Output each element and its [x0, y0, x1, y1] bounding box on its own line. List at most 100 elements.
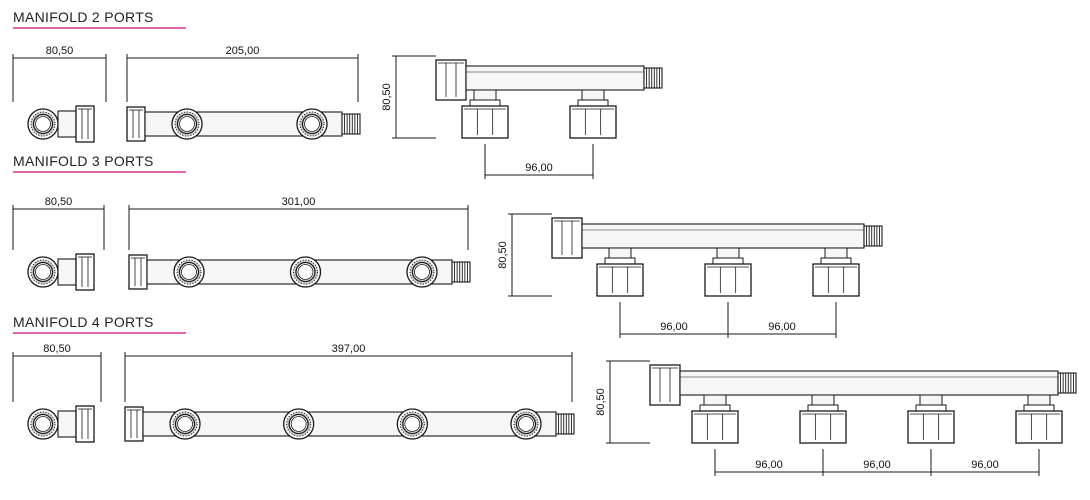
- outlet-union-nut: [812, 263, 860, 297]
- port-opening: [406, 256, 438, 288]
- outlet-collar: [1023, 404, 1055, 412]
- spacing-label: 96,00: [525, 162, 553, 174]
- outlet-collar: [820, 257, 852, 265]
- port-opening: [171, 108, 203, 140]
- port-opening: [27, 256, 59, 288]
- elevation-view: 80,50 96,00 96,00: [497, 213, 883, 338]
- front-view: 301,00: [128, 196, 471, 290]
- end-union-nut: [124, 406, 144, 442]
- union-nut: [75, 405, 95, 443]
- dimension-label: 80,50: [595, 388, 607, 416]
- spacing-label: 96,00: [863, 459, 891, 471]
- manifold-pipe: [465, 65, 645, 91]
- outlet-port: [907, 394, 955, 444]
- outlet-union-nut: [596, 263, 644, 297]
- height-dimension: 80,50: [497, 213, 552, 297]
- port-opening: [396, 408, 428, 440]
- outlet-union-nut: [704, 263, 752, 297]
- port-spacing-dimensions: 96,00 96,00: [619, 302, 837, 338]
- dimension-label: 301,00: [282, 196, 316, 208]
- port-opening: [27, 108, 59, 140]
- stub-pipe: [57, 410, 77, 438]
- end-union-nut: [128, 254, 148, 290]
- stub-pipe: [57, 110, 77, 138]
- outlet-stem: [824, 247, 848, 259]
- outlet-stem: [473, 89, 497, 101]
- port-opening: [289, 256, 322, 288]
- threaded-end: [555, 413, 575, 435]
- height-dimension: 80,50: [595, 360, 650, 444]
- outlet-port: [461, 89, 509, 139]
- port-spacing-dimension: 96,00: [714, 449, 824, 476]
- manifold-pipe: [679, 370, 1059, 396]
- union-nut: [75, 253, 95, 291]
- port-opening: [169, 408, 201, 440]
- outlet-port: [596, 247, 644, 297]
- section-title: MANIFOLD 2 PORTS: [13, 9, 154, 25]
- port-spacing-dimension: 96,00: [822, 449, 932, 476]
- elevation-view: 80,50 96,00: [381, 55, 663, 179]
- side-view: 80,50: [12, 45, 107, 143]
- outlet-union-nut: [799, 410, 847, 444]
- front-view: 397,00: [124, 343, 575, 442]
- threaded-end: [341, 113, 361, 135]
- port-opening: [27, 408, 59, 440]
- outlet-port: [799, 394, 847, 444]
- outlet-collar: [712, 257, 744, 265]
- outlet-port: [569, 89, 617, 139]
- port-spacing-dimension: 96,00: [484, 144, 594, 179]
- side-view: 80,50: [12, 196, 105, 291]
- dimension-label: 80,50: [45, 196, 73, 208]
- port-opening: [296, 108, 328, 140]
- port-spacing-dimensions: 96,00: [484, 144, 594, 179]
- outlet-collar: [699, 404, 731, 412]
- union-nut: [75, 105, 95, 143]
- outlet-collar: [807, 404, 839, 412]
- dimension-label: 80,50: [497, 241, 509, 269]
- front-length-dimension: 397,00: [124, 343, 573, 402]
- dimension-label: 80,50: [43, 343, 71, 355]
- outlet-collar: [915, 404, 947, 412]
- outlet-stem: [608, 247, 632, 259]
- port-spacing-dimension: 96,00: [727, 302, 837, 338]
- port-opening: [173, 256, 205, 288]
- threaded-end: [643, 67, 663, 89]
- port-opening: [510, 408, 542, 440]
- outlet-union-nut: [569, 105, 617, 139]
- outlet-collar: [469, 99, 501, 107]
- outlet-stem: [1027, 394, 1051, 406]
- port-spacing-dimension: 96,00: [619, 302, 729, 338]
- port-spacing-dimension: 96,00: [930, 449, 1040, 476]
- outlet-union-nut: [691, 410, 739, 444]
- outlet-stem: [581, 89, 605, 101]
- outlet-stem: [919, 394, 943, 406]
- manifold-body: [142, 411, 557, 437]
- front-length-dimension: 205,00: [126, 45, 359, 102]
- height-dimension: 80,50: [381, 55, 436, 139]
- port-spacing-dimensions: 96,00 96,00 96,00: [714, 449, 1040, 476]
- front-view: 205,00: [126, 45, 361, 142]
- outlet-union-nut: [1015, 410, 1063, 444]
- inlet-union-nut: [649, 364, 681, 406]
- outlet-port: [704, 247, 752, 297]
- spacing-label: 96,00: [971, 459, 999, 471]
- stub-pipe: [57, 258, 77, 286]
- manifold-pipe: [581, 223, 865, 249]
- dimension-label: 397,00: [332, 343, 366, 355]
- side-view: 80,50: [12, 343, 102, 443]
- port-opening: [283, 408, 315, 440]
- dimension-label: 80,50: [46, 45, 74, 57]
- outlet-collar: [604, 257, 636, 265]
- outlet-collar: [577, 99, 609, 107]
- inlet-union-nut: [435, 59, 467, 101]
- dimension-label: 205,00: [226, 45, 260, 57]
- elevation-view: 80,50 96,00 96,00 96,00: [595, 360, 1077, 476]
- outlet-stem: [703, 394, 727, 406]
- dimension-label: 80,50: [381, 83, 393, 111]
- spacing-label: 96,00: [768, 321, 796, 333]
- outlet-port: [1015, 394, 1063, 444]
